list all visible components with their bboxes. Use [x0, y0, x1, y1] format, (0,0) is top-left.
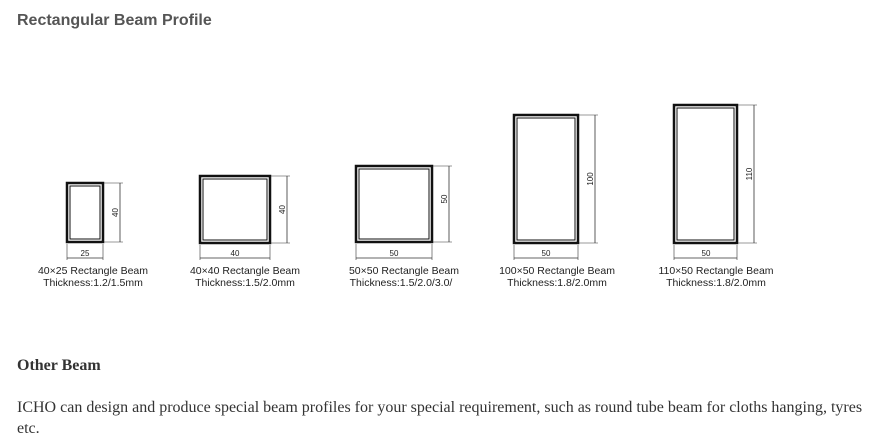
beam-profile-110x50: 50 110 110×50 Rectangle Beam Thickness:1…	[658, 103, 774, 289]
beam-inner-outline	[516, 117, 576, 241]
profile-name: 50×50 Rectangle Beam	[349, 265, 459, 277]
beam-profile-100x50: 50 100 100×50 Rectangle Beam Thickness:1…	[499, 113, 615, 289]
beam-inner-outline	[202, 178, 268, 241]
height-dimension-label: 40	[278, 205, 287, 214]
beam-outer-outline	[198, 174, 272, 245]
beam-inner-outline	[69, 185, 101, 240]
beam-outer-outline	[672, 103, 739, 245]
profile-thickness: Thickness:1.2/1.5mm	[43, 277, 143, 289]
beam-profile-40x40: 40 40 40×40 Rectangle Beam Thickness:1.5…	[190, 174, 300, 289]
width-dimension-label: 25	[81, 249, 90, 258]
profile-thickness: Thickness:1.8/2.0mm	[507, 277, 607, 289]
profile-thickness: Thickness:1.5/2.0/3.0/	[350, 277, 453, 289]
page-heading: Rectangular Beam Profile	[17, 12, 212, 29]
profile-thickness: Thickness:1.8/2.0mm	[666, 277, 766, 289]
beam-outer-outline	[65, 181, 105, 244]
beam-outer-outline	[512, 113, 580, 245]
beam-profile-50x50: 50 50 50×50 Rectangle Beam Thickness:1.5…	[349, 164, 459, 289]
width-dimension-label: 50	[542, 249, 551, 258]
beam-profile-figure: 25 40 40×25 Rectangle Beam Thickness:1.2…	[38, 103, 774, 289]
section-body: ICHO can design and produce special beam…	[17, 399, 863, 437]
beam-inner-outline	[358, 168, 430, 240]
width-dimension-label: 50	[390, 249, 399, 258]
width-dimension-label: 40	[231, 249, 240, 258]
section-title: Other Beam	[17, 357, 101, 374]
beam-profile-40x25: 25 40 40×25 Rectangle Beam Thickness:1.2…	[38, 181, 148, 289]
profile-thickness: Thickness:1.5/2.0mm	[195, 277, 295, 289]
height-dimension-label: 100	[586, 172, 595, 186]
beam-inner-outline	[676, 107, 735, 241]
height-dimension-label: 110	[745, 167, 754, 180]
profile-name: 100×50 Rectangle Beam	[499, 265, 615, 277]
profile-name: 40×25 Rectangle Beam	[38, 265, 148, 277]
profile-name: 110×50 Rectangle Beam	[658, 265, 773, 277]
profile-name: 40×40 Rectangle Beam	[190, 265, 300, 277]
width-dimension-label: 50	[702, 249, 711, 258]
height-dimension-label: 40	[111, 208, 120, 217]
height-dimension-label: 50	[440, 194, 449, 203]
beam-outer-outline	[354, 164, 434, 244]
